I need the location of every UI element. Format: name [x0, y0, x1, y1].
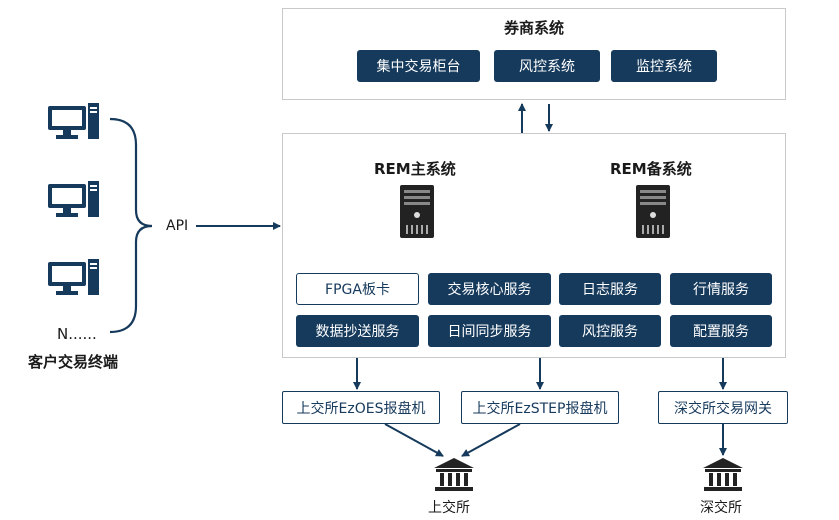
rem-main-server-icon — [400, 185, 434, 238]
central-trading-counter-button[interactable]: 集中交易柜台 — [357, 50, 480, 82]
gw2-to-sse-arrow — [461, 423, 521, 457]
client-terminal-icon-3 — [48, 259, 100, 297]
sse-label: 上交所 — [428, 500, 470, 516]
client-more-label: N...... — [57, 325, 97, 343]
client-brace — [109, 117, 153, 334]
risk-control-service-button[interactable]: 风控服务 — [559, 315, 661, 347]
szse-label: 深交所 — [700, 500, 742, 516]
config-service-button[interactable]: 配置服务 — [670, 315, 772, 347]
rem-backup-server-icon — [636, 185, 670, 238]
sse-ezoes-gateway-box[interactable]: 上交所EzOES报盘机 — [282, 391, 440, 424]
szse-trading-gateway-box[interactable]: 深交所交易网关 — [658, 391, 788, 424]
rem-backup-label: REM备系统 — [610, 160, 692, 178]
api-label: API — [164, 218, 191, 234]
broker-system-title: 券商系统 — [503, 19, 564, 37]
sse-building-icon — [434, 458, 474, 492]
client-terminal-icon-1 — [48, 103, 100, 141]
trading-core-service-button[interactable]: 交易核心服务 — [428, 273, 551, 305]
market-data-service-button[interactable]: 行情服务 — [670, 273, 772, 305]
szse-building-icon — [703, 458, 743, 492]
sse-ezstep-gateway-box[interactable]: 上交所EzSTEP报盘机 — [461, 391, 619, 424]
client-terminal-label: 客户交易终端 — [28, 353, 119, 371]
intraday-sync-service-button[interactable]: 日间同步服务 — [428, 315, 551, 347]
broker-risk-control-button[interactable]: 风控系统 — [494, 50, 600, 82]
gw1-to-sse-arrow — [384, 423, 444, 457]
client-terminal-icon-2 — [48, 181, 100, 219]
fpga-card-button[interactable]: FPGA板卡 — [296, 273, 419, 305]
monitoring-system-button[interactable]: 监控系统 — [611, 50, 717, 82]
log-service-button[interactable]: 日志服务 — [559, 273, 661, 305]
data-copy-service-button[interactable]: 数据抄送服务 — [296, 315, 419, 347]
rem-main-label: REM主系统 — [374, 160, 456, 178]
